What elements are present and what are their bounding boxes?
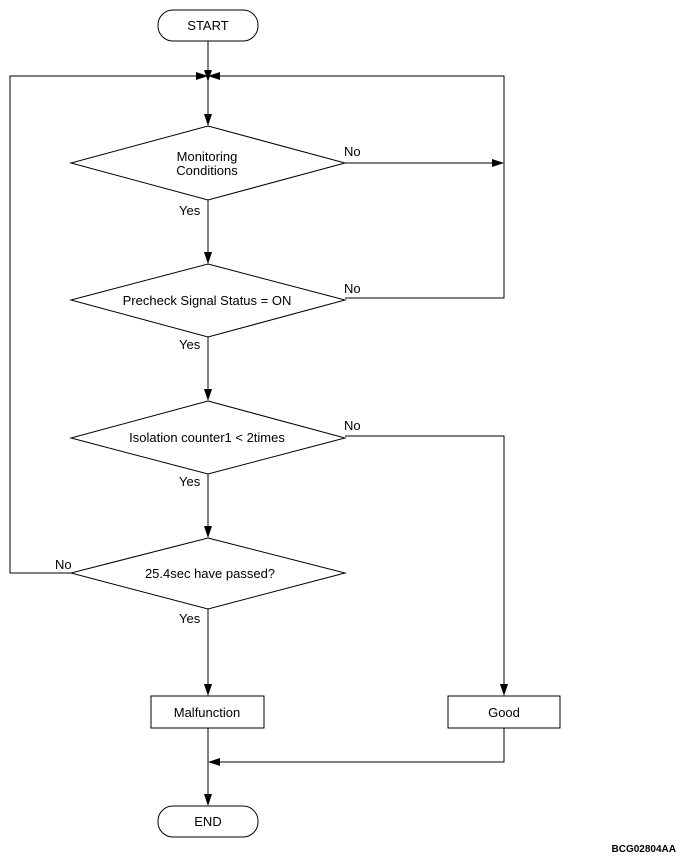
arrowhead xyxy=(204,526,212,538)
process-good-shape xyxy=(447,695,561,729)
decision-isolation-shape xyxy=(69,400,347,475)
start-terminal: START xyxy=(157,9,259,42)
process-malfunction: Malfunction xyxy=(150,695,265,729)
edge-label-passed-yes: Yes xyxy=(179,611,201,626)
edge-label-monitoring-no: No xyxy=(344,144,361,159)
decision-monitoring-shape xyxy=(69,125,347,201)
edge-label-isolation-yes: Yes xyxy=(179,474,201,489)
arrowhead xyxy=(208,72,220,80)
decision-passed-label: 25.4sec have passed? xyxy=(145,566,275,581)
decision-monitoring-label-line2: Conditions xyxy=(176,163,238,178)
arrowhead xyxy=(492,159,504,167)
process-malfunction-shape xyxy=(150,695,265,729)
decision-precheck-shape xyxy=(69,263,347,338)
edge-label-isolation-no: No xyxy=(344,418,361,433)
arrowhead xyxy=(500,684,508,696)
decision-monitoring-label-line1: Monitoring xyxy=(177,149,238,164)
arrowhead xyxy=(196,72,208,80)
end-terminal-label: END xyxy=(194,814,221,829)
end-terminal: END xyxy=(157,805,259,838)
arrowhead xyxy=(208,758,220,766)
end-terminal-shape xyxy=(157,805,259,838)
edge-label-precheck-yes: Yes xyxy=(179,337,201,352)
decision-time-passed: 25.4sec have passed? xyxy=(69,537,347,610)
process-malfunction-label: Malfunction xyxy=(174,705,240,720)
edge-label-precheck-no: No xyxy=(344,281,361,296)
arrowhead xyxy=(204,114,212,126)
connector-isolation-no xyxy=(345,435,505,688)
process-good-label: Good xyxy=(488,705,520,720)
edge-label-monitoring-yes: Yes xyxy=(179,203,201,218)
figure-code: BCG02804AA xyxy=(612,844,676,855)
decision-monitoring-conditions: Monitoring Conditions xyxy=(69,125,347,201)
decision-precheck-signal: Precheck Signal Status = ON xyxy=(69,263,347,338)
decision-passed-shape xyxy=(69,537,347,610)
decision-precheck-label: Precheck Signal Status = ON xyxy=(123,293,292,308)
connector-precheck-no xyxy=(214,75,505,299)
start-terminal-label: START xyxy=(187,18,228,33)
decision-isolation-counter: Isolation counter1 < 2times xyxy=(69,400,347,475)
connector-good-to-end xyxy=(214,728,505,763)
arrowhead xyxy=(204,794,212,806)
arrowhead xyxy=(204,684,212,696)
connector-passed-no xyxy=(9,75,202,574)
arrowhead xyxy=(204,252,212,264)
start-terminal-shape xyxy=(157,9,259,42)
arrowhead xyxy=(204,389,212,401)
edge-label-passed-no: No xyxy=(55,557,72,572)
process-good: Good xyxy=(447,695,561,729)
decision-isolation-label: Isolation counter1 < 2times xyxy=(129,430,285,445)
